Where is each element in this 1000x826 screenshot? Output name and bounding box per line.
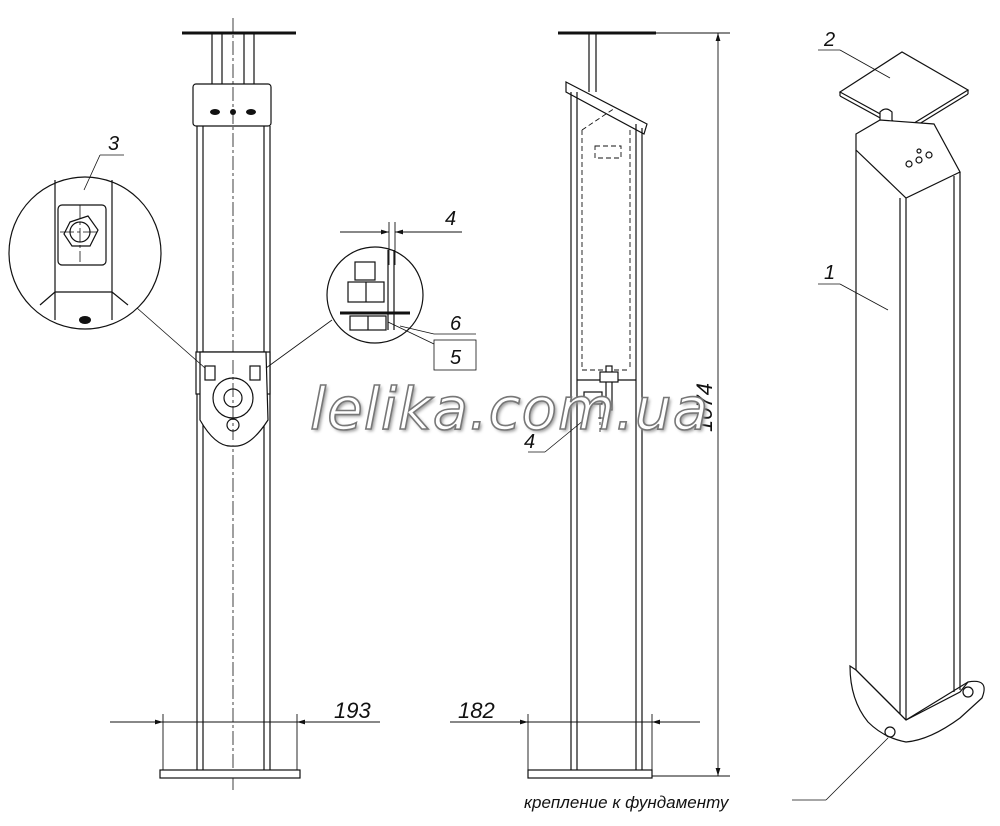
callout-3-label: 3 (108, 133, 119, 155)
dimension-193-label: 193 (334, 698, 371, 723)
dimension-182-label: 182 (458, 698, 495, 723)
callout-2: 2 (818, 29, 891, 79)
dimension-side-width: 182 (450, 698, 700, 770)
dimension-front-width: 193 (110, 698, 380, 770)
callout-1: 1 (818, 262, 889, 311)
dimension-1074-label: 1074 (692, 383, 717, 432)
foundation-note: крепление к фундаменту (524, 793, 730, 812)
front-view (159, 18, 301, 790)
callout-5-label: 5 (450, 347, 462, 369)
callout-2-label: 2 (823, 29, 835, 51)
foundation-callout: крепление к фундаменту (524, 737, 889, 812)
side-view (527, 31, 656, 779)
detail-5-6-view (265, 246, 424, 369)
dimension-height: 1074 (652, 32, 730, 777)
dimension-plate-gap: 4 (340, 208, 462, 265)
callout-6: 6 (399, 313, 476, 335)
callout-4-side: 4 (524, 419, 585, 453)
callout-6-label: 6 (450, 313, 462, 335)
callout-5: 5 (387, 321, 477, 371)
detail-3-view (8, 176, 206, 369)
callout-1-label: 1 (824, 262, 835, 284)
callout-4-label: 4 (524, 431, 535, 453)
watermark: lelika.com.ua (309, 374, 710, 444)
dimension-4-label: 4 (445, 208, 456, 230)
isometric-view (838, 51, 985, 743)
callout-3: 3 (83, 133, 124, 191)
